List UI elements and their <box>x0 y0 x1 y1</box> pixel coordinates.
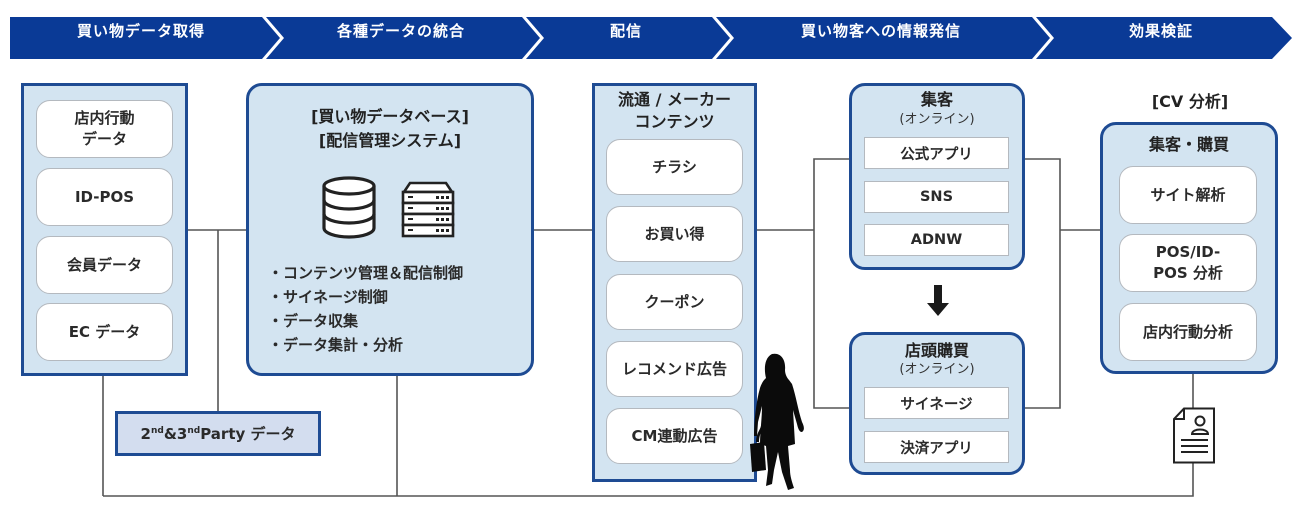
attract-item-official-app: 公式アプリ <box>864 137 1009 169</box>
database-bullet-data-analysis: ・データ集計・分析 <box>268 336 404 354</box>
attract-title: 集客 <box>920 90 953 109</box>
cv-analysis-title: 集客・購買 <box>1148 135 1229 154</box>
database-bullet-content-management: ・コンテンツ管理＆配信制御 <box>268 264 464 282</box>
server-rack-icon <box>401 181 455 238</box>
database-title-2: [配信管理システム] <box>318 131 462 150</box>
connector-channels-merge <box>1024 158 1061 409</box>
store-purchase-title: 店頭購買 <box>904 341 969 360</box>
process-banner <box>10 17 1292 59</box>
content-item-recommend-ad: レコメンド広告 <box>606 341 743 397</box>
stage-chevron-1 <box>10 17 280 59</box>
contents-title-1: 流通 / メーカー <box>618 90 731 109</box>
database-panel <box>246 83 534 376</box>
content-item-deals: お買い得 <box>606 206 743 262</box>
stage-label-integrate: 各種データの統合 <box>336 22 465 40</box>
attract-item-sns: SNS <box>864 181 1009 213</box>
store-purchase-subtitle: (オンライン) <box>899 362 975 377</box>
party-data-box: 2nd&3ndParty データ <box>115 411 321 456</box>
source-id-pos: ID-POS <box>36 168 173 226</box>
party-data-label: 2nd&3ndParty データ <box>140 425 296 443</box>
stage-chevron-2 <box>266 17 540 59</box>
connector-branch-channels <box>813 158 850 409</box>
cv-item-instore-analysis: 店内行動分析 <box>1119 303 1257 361</box>
stage-chevron-4 <box>716 17 1050 59</box>
stage-label-inform: 買い物客への情報発信 <box>800 22 961 40</box>
cv-analysis-heading: [CV 分析] <box>1151 92 1229 111</box>
stage-label-verify: 効果検証 <box>1128 22 1193 40</box>
database-icon <box>322 176 376 239</box>
store-item-payment-app: 決済アプリ <box>864 431 1009 463</box>
source-instore-behavior: 店内行動 データ <box>36 100 173 158</box>
report-document-icon <box>1173 407 1215 464</box>
attract-subtitle: (オンライン) <box>899 112 975 127</box>
store-item-signage: サイネージ <box>864 387 1009 419</box>
source-member-data: 会員データ <box>36 236 173 294</box>
stage-label-deliver: 配信 <box>609 22 642 40</box>
stage-chevron-5 <box>1036 17 1292 59</box>
attract-item-adnw: ADNW <box>864 224 1009 256</box>
stage-chevron-3 <box>526 17 730 59</box>
contents-title-2: コンテンツ <box>634 112 715 131</box>
connector-bottom-loop <box>103 462 1194 497</box>
content-item-coupon: クーポン <box>606 274 743 330</box>
cv-item-pos-analysis: POS/ID- POS 分析 <box>1119 234 1257 292</box>
source-ec-data: EC データ <box>36 303 173 361</box>
content-item-cm-linked-ad: CM連動広告 <box>606 408 743 464</box>
cv-item-site-analysis: サイト解析 <box>1119 166 1257 224</box>
database-bullet-signage-control: ・サイネージ制御 <box>268 288 388 306</box>
stage-label-acquire: 買い物データ取得 <box>76 22 205 40</box>
shopper-silhouette-icon <box>750 353 804 490</box>
database-bullet-data-collection: ・データ収集 <box>268 312 359 330</box>
arrow-down-icon <box>927 285 949 316</box>
content-item-flyer: チラシ <box>606 139 743 195</box>
database-title-1: [買い物データベース] <box>311 107 469 126</box>
